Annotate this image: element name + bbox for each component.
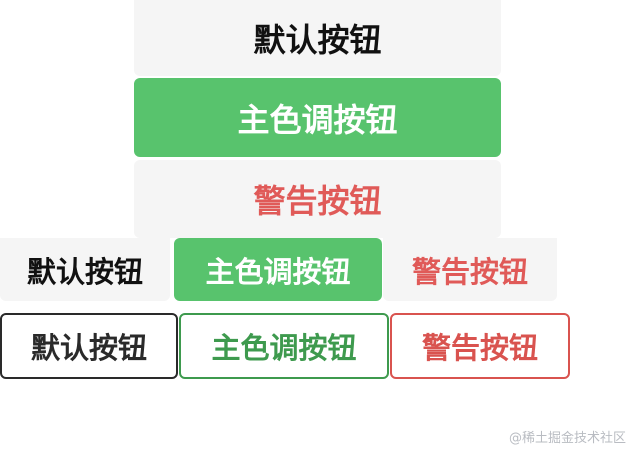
default-block-button[interactable]: 默认按钮 xyxy=(134,0,501,76)
warn-block-button[interactable]: 警告按钮 xyxy=(134,160,501,238)
watermark-text: @稀土掘金技术社区 xyxy=(508,431,626,446)
primary-inline-button[interactable]: 主色调按钮 xyxy=(174,238,382,301)
primary-block-button[interactable]: 主色调按钮 xyxy=(134,78,501,157)
default-inline-button[interactable]: 默认按钮 xyxy=(0,238,170,301)
default-plain-button[interactable]: 默认按钮 xyxy=(0,313,178,379)
warn-plain-button[interactable]: 警告按钮 xyxy=(390,313,570,379)
primary-plain-button[interactable]: 主色调按钮 xyxy=(179,313,389,379)
warn-inline-button[interactable]: 警告按钮 xyxy=(383,238,557,301)
